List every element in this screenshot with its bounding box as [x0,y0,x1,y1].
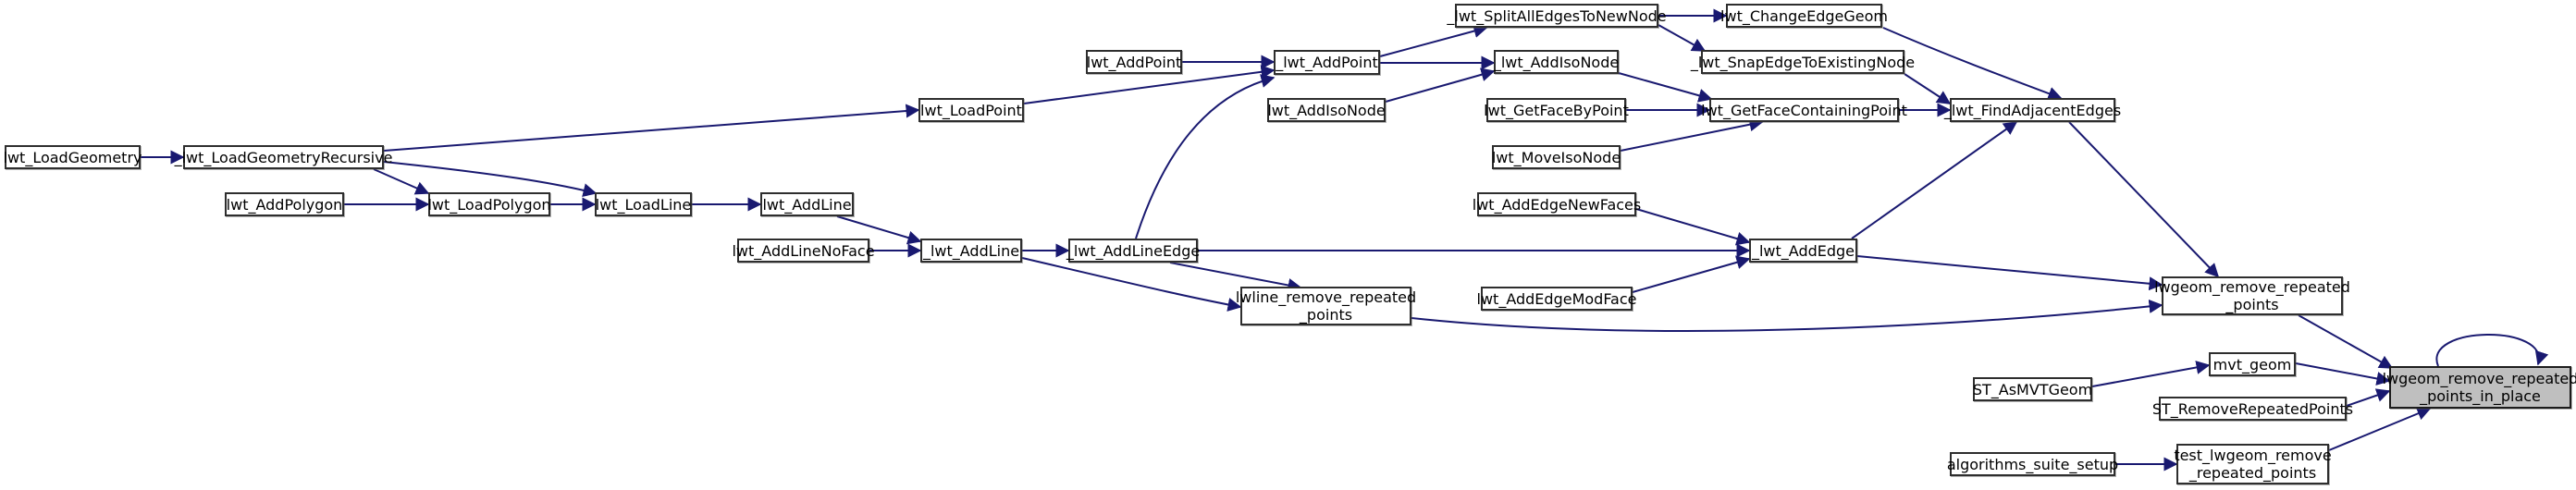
node-algorithms_suite_setup[interactable]: algorithms_suite_setup [1947,452,2118,476]
edge-lwt_AddLine-to-_lwt_AddLine [836,215,922,245]
node-lwt_LoadPolygon[interactable]: lwt_LoadPolygon [427,192,551,216]
node-lwt_AddLineNoFace[interactable]: lwt_AddLineNoFace [732,239,875,263]
edge-_lwt_AddEdge-to-lwgeom_remove_repeated_points [1856,255,2163,291]
edge-ST_AsMVTGeom-to-mvt_geom [2091,361,2211,387]
node-mvt_geom[interactable]: mvt_geom [2209,352,2296,376]
edge-lwt_AddIsoNode-to-_lwt_AddIsoNode [1385,67,1496,103]
edge-_lwt_AddEdge-to-_lwt_FindAdjacentEdges [1851,121,2018,239]
edge-_lwt_AddPoint-to-_lwt_SplitAllEdgesToNewNode [1379,24,1488,57]
node-lwt_LoadGeometry[interactable]: lwt_LoadGeometry [4,145,142,169]
node-test_lwgeom_remove_repeated_points[interactable]: test_lwgeom_remove _repeated_points [2174,444,2332,484]
edge-_lwt_LoadGeometryRecursive-to-lwt_LoadPoint [383,104,920,152]
node-lwt_GetFaceByPoint[interactable]: lwt_GetFaceByPoint [1484,98,1629,122]
node-lwt_MoveIsoNode[interactable]: lwt_MoveIsoNode [1492,145,1621,169]
node-lwt_AddEdgeModFace[interactable]: lwt_AddEdgeModFace [1477,287,1637,311]
node-lwt_AddPoint[interactable]: lwt_AddPoint [1086,50,1182,74]
edge-mvt_geom-to-lwgeom_remove_repeated_points_in_place [2295,362,2391,386]
node-lwt_LoadLine[interactable]: lwt_LoadLine [595,192,692,216]
edge-_lwt_SnapEdgeToExistingNode-to-_lwt_FindAdjacentEdges [1904,73,1952,104]
node-lwt_LoadPoint[interactable]: lwt_LoadPoint [918,98,1024,122]
node-_lwt_AddLineEdge[interactable]: _lwt_AddLineEdge [1066,239,1200,263]
edge-_lwt_AddIsoNode-to-lwt_GetFaceContainingPoint [1618,72,1713,103]
edge-_lwt_LoadGeometryRecursive-to-lwt_LoadLine [383,161,598,198]
edge-lwt_LoadPoint-to-_lwt_AddPoint [1023,65,1276,104]
node-lwt_AddIsoNode[interactable]: lwt_AddIsoNode [1267,98,1386,122]
node-lwt_GetFaceContainingPoint[interactable]: lwt_GetFaceContainingPoint [1701,98,1907,122]
node-lwt_AddPolygon[interactable]: lwt_AddPolygon [225,192,344,216]
edge-lwgeom_remove_repeated_points-to-lwgeom_remove_repeated_points_in_place [2298,314,2394,369]
node-_lwt_AddIsoNode[interactable]: _lwt_AddIsoNode [1494,50,1619,74]
edge-lwgeom_remove_repeated_points_in_place-to-lwgeom_remove_repeated_points_in_place [2435,334,2549,367]
edge-_lwt_SplitAllEdgesToNewNode-to-_lwt_SnapEdgeToExistingNode [1658,24,1707,52]
node-ST_AsMVTGeom[interactable]: ST_AsMVTGeom [1973,377,2092,401]
node-_lwt_SplitAllEdgesToNewNode[interactable]: _lwt_SplitAllEdgesToNewNode [1447,4,1667,28]
node-lwt_AddLine[interactable]: lwt_AddLine [760,192,854,216]
node-_lwt_SnapEdgeToExistingNode[interactable]: _lwt_SnapEdgeToExistingNode [1691,50,1915,74]
edge-lwt_ChangeEdgeGeom-to-_lwt_FindAdjacentEdges [1882,27,2063,101]
edge-_lwt_LoadGeometryRecursive-to-lwt_LoadPolygon [373,168,430,195]
node-_lwt_FindAdjacentEdges[interactable]: _lwt_FindAdjacentEdges [1944,98,2121,122]
node-_lwt_AddPoint[interactable]: _lwt_AddPoint [1274,50,1380,75]
edge-test_lwgeom_remove_repeated_points-to-lwgeom_remove_repeated_points_in_place [2328,407,2432,451]
node-lwt_ChangeEdgeGeom[interactable]: lwt_ChangeEdgeGeom [1720,4,1888,28]
edge-lwline_remove_repeated_points-to-lwgeom_remove_repeated_points [1411,299,2163,332]
edge-_lwt_AddLineEdge-to-_lwt_AddPoint [1135,74,1276,239]
node-_lwt_AddLine[interactable]: _lwt_AddLine [920,239,1022,263]
node-lwgeom_remove_repeated_points_in_place[interactable]: lwgeom_remove_repeated _points_in_place [2383,366,2576,409]
node-lwline_remove_repeated_points[interactable]: lwline_remove_repeated _points [1235,287,1417,325]
edge-ST_RemoveRepeatedPoints-to-lwgeom_remove_repeated_points_in_place [2346,388,2391,407]
node-lwt_AddEdgeNewFaces[interactable]: lwt_AddEdgeNewFaces [1473,192,1641,216]
node-_lwt_AddEdge[interactable]: _lwt_AddEdge [1749,239,1857,263]
edge-_lwt_AddLine-to-lwline_remove_repeated_points [1021,257,1242,312]
edge-_lwt_AddLineEdge-to-lwline_remove_repeated_points [1169,262,1302,292]
edge-lwt_AddEdgeModFace-to-_lwt_AddEdge [1632,255,1751,293]
node-_lwt_LoadGeometryRecursive[interactable]: _lwt_LoadGeometryRecursive [175,145,392,169]
node-lwgeom_remove_repeated_points[interactable]: lwgeom_remove_repeated _points [2154,276,2350,315]
edge-lwt_AddEdgeNewFaces-to-_lwt_AddEdge [1635,208,1751,246]
edge-_lwt_FindAdjacentEdges-to-lwgeom_remove_repeated_points [2068,121,2220,278]
node-ST_RemoveRepeatedPoints[interactable]: ST_RemoveRepeatedPoints [2152,397,2353,421]
edge-lwt_MoveIsoNode-to-lwt_GetFaceContainingPoint [1620,117,1764,152]
